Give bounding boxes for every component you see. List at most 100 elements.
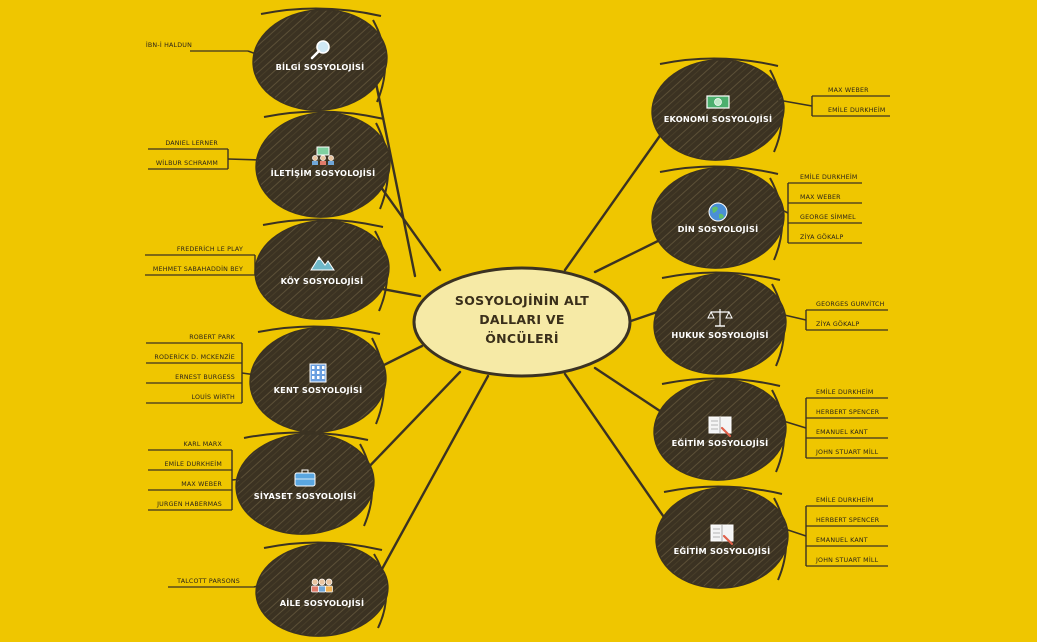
connector-line	[376, 181, 442, 272]
branch-node[interactable]: SİYASET SOSYOLOJİSİ KARL MARX EMİLE DURKHE…	[148, 429, 377, 538]
branch-node[interactable]: DİN SOSYOLOJİSİ EMİLE DURKHEİM MAX WEBER GE…	[649, 164, 862, 273]
leaf-label: İBN-İ HALDUN	[146, 40, 192, 49]
leaf-item[interactable]: FREDERİCH LE PLAY	[145, 244, 255, 256]
sketch-stroke	[263, 541, 383, 551]
leaf-item[interactable]: ZİYA GÖKALP	[806, 319, 888, 331]
leaf-label: DANIEL LERNER	[165, 140, 218, 147]
leaf-label: ROBERT PARK	[189, 334, 235, 341]
leaf-item[interactable]: JOHN STUART MİLL	[806, 555, 888, 567]
branch-title: SİYASET SOSYOLOJİSİ	[254, 491, 356, 501]
leaf-item[interactable]: EMİLE DURKHEİM	[812, 105, 890, 117]
leaf-label: MEHMET SABAHADDİN BEY	[153, 264, 243, 273]
center-title-line-2: DALLARI VE	[479, 312, 565, 327]
branch-node[interactable]: KÖY SOSYOLOJİSİ FREDERİCH LE PLAY MEHMET S…	[145, 216, 392, 323]
branch-title: AİLE SOSYOLOJİSİ	[280, 598, 365, 608]
branch-node[interactable]: EKONOMİ SOSYOLOJİSİ MAX WEBER EMİLE DURKHE…	[649, 56, 890, 165]
leaf-item[interactable]: EMANUEL KANT	[806, 429, 888, 439]
leaf-label: JURGEN HABERMAS	[156, 501, 222, 508]
leaf-label: MAX WEBER	[800, 194, 841, 201]
leaf-item[interactable]: TALCOTT PARSONS	[168, 578, 254, 588]
leaf-connector	[231, 478, 243, 481]
globe-icon	[708, 202, 728, 222]
branch-title: KÖY SOSYOLOJİSİ	[281, 276, 364, 286]
branch-node[interactable]: EĞİTİM SOSYOLOJİSİ EMİLE DURKHEİM HERBERT …	[651, 376, 888, 485]
connector-line	[374, 374, 490, 582]
connector-line	[593, 236, 666, 274]
leaf-connector	[781, 527, 807, 537]
sketch-stroke	[263, 110, 385, 120]
leaf-label: HERBERT SPENCER	[816, 517, 880, 524]
center-title-line-1: SOSYOLOJİNİN ALT	[455, 293, 589, 308]
sketch-stroke	[260, 7, 382, 17]
connector-line	[563, 128, 666, 272]
leaf-connector	[227, 158, 263, 161]
leaf-item[interactable]: GEORGE SİMMEL	[788, 212, 862, 224]
leaf-label: EMİLE DURKHEİM	[828, 105, 886, 114]
leaf-item[interactable]: MAX WEBER	[148, 481, 232, 491]
leaf-item[interactable]: MEHMET SABAHADDİN BEY	[145, 264, 255, 276]
branch-ellipse	[252, 9, 388, 111]
leaf-item[interactable]: DANIEL LERNER	[148, 140, 228, 150]
leaf-connector	[247, 50, 260, 56]
leaf-label: ZİYA GÖKALP	[800, 232, 844, 241]
branch-title: EĞİTİM SOSYOLOJİSİ	[672, 437, 769, 448]
leaf-item[interactable]: WİLBUR SCHRAMM	[148, 158, 228, 170]
leaf-item[interactable]: HERBERT SPENCER	[806, 517, 888, 527]
branch-node[interactable]: KENT SOSYOLOJİSİ ROBERT PARK RODERİCK D. M…	[146, 323, 389, 436]
leaf-item[interactable]: MAX WEBER	[812, 87, 890, 97]
scales-icon	[707, 309, 733, 327]
sketch-stroke	[659, 57, 779, 67]
sketch-stroke	[659, 165, 779, 175]
center-ellipse	[412, 266, 632, 378]
branch-title: DİN SOSYOLOJİSİ	[678, 224, 759, 234]
leaf-label: EMİLE DURKHEİM	[164, 459, 222, 468]
leaf-item[interactable]: EMİLE DURKHEİM	[806, 387, 888, 399]
book-icon	[708, 416, 732, 438]
leaf-item[interactable]: ERNEST BURGESS	[146, 374, 242, 384]
connector-line	[360, 370, 462, 476]
leaf-item[interactable]: RODERİCK D. MCKENZİE	[146, 352, 242, 364]
connector-line	[375, 286, 422, 298]
leaf-connector	[779, 313, 807, 321]
leaf-item[interactable]: JOHN STUART MİLL	[806, 447, 888, 459]
center-node[interactable]: SOSYOLOJİNİN ALT DALLARI VE ÖNCÜLERİ	[412, 266, 632, 378]
leaf-label: EMANUEL KANT	[816, 429, 868, 436]
leaf-item[interactable]: İBN-İ HALDUN	[146, 40, 248, 52]
leaf-item[interactable]: ZİYA GÖKALP	[788, 232, 862, 244]
leaf-item[interactable]: GEORGES GURVİTCH	[806, 299, 888, 311]
leaf-item[interactable]: EMANUEL KANT	[806, 537, 888, 547]
leaf-item[interactable]: EMİLE DURKHEİM	[148, 459, 232, 471]
leaf-label: HERBERT SPENCER	[816, 409, 880, 416]
leaf-item[interactable]: ROBERT PARK	[146, 334, 242, 344]
banknote-icon	[706, 95, 730, 109]
sketch-stroke	[257, 325, 381, 335]
branch-title: EKONOMİ SOSYOLOJİSİ	[664, 114, 772, 124]
leaf-item[interactable]: EMİLE DURKHEİM	[806, 495, 888, 507]
leaf-item[interactable]: LOUİS WİRTH	[146, 392, 242, 404]
connector-line	[593, 366, 668, 417]
leaf-label: EMİLE DURKHEİM	[816, 387, 874, 396]
leaf-item[interactable]: HERBERT SPENCER	[806, 409, 888, 419]
book-icon	[710, 524, 734, 546]
branch-title: BİLGİ SOSYOLOJİSİ	[276, 62, 365, 72]
leaf-connector	[253, 584, 263, 588]
leaf-label: EMİLE DURKHEİM	[816, 495, 874, 504]
branch-node[interactable]: HUKUK SOSYOLOJİSİ GEORGES GURVİTCH ZİYA GÖ…	[651, 270, 888, 379]
leaf-label: RODERİCK D. MCKENZİE	[154, 352, 235, 361]
leaf-label: EMİLE DURKHEİM	[800, 172, 858, 181]
leaf-label: KARL MARX	[184, 441, 223, 448]
branch-title: HUKUK SOSYOLOJİSİ	[671, 330, 768, 340]
branch-node[interactable]: AİLE SOSYOLOJİSİ TALCOTT PARSONS	[168, 540, 391, 641]
magnifier-icon	[310, 40, 330, 60]
leaf-item[interactable]: KARL MARX	[148, 441, 232, 451]
leaf-connector	[779, 419, 807, 429]
branch-nodes: BİLGİ SOSYOLOJİSİ İBN-İ HALDUN İLETİŞİM SO…	[145, 5, 890, 641]
branch-title: KENT SOSYOLOJİSİ	[274, 385, 363, 395]
branch-node[interactable]: BİLGİ SOSYOLOJİSİ İBN-İ HALDUN	[146, 5, 390, 114]
leaf-item[interactable]: MAX WEBER	[788, 194, 862, 204]
leaf-label: LOUİS WİRTH	[192, 392, 236, 401]
leaf-item[interactable]: JURGEN HABERMAS	[148, 501, 232, 511]
leaf-item[interactable]: EMİLE DURKHEİM	[788, 172, 862, 184]
